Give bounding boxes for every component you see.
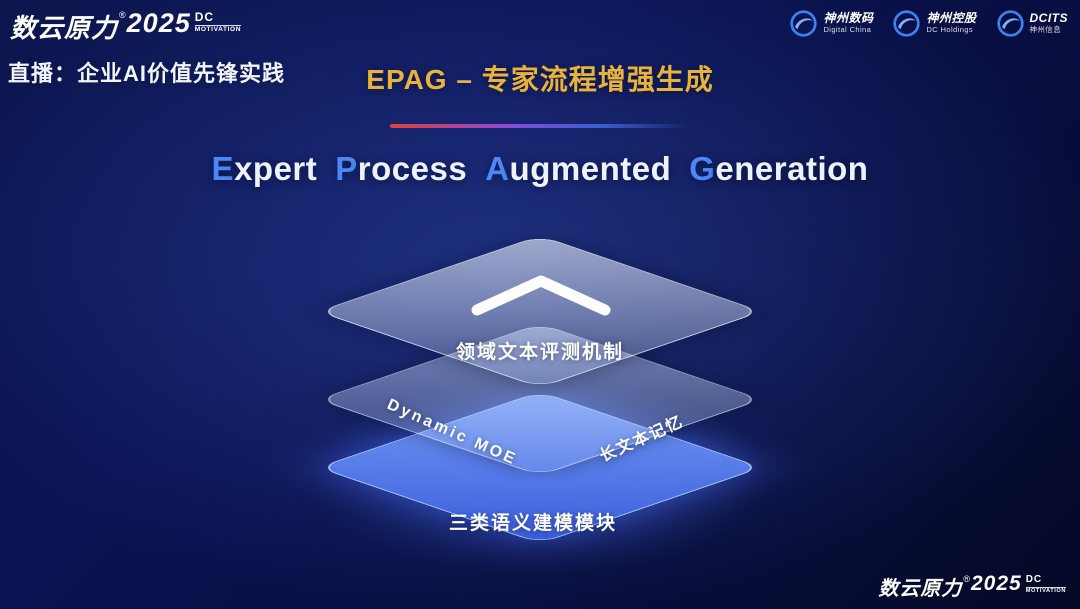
brand-motivation: MOTIVATION [194, 25, 242, 33]
logo-text: 神州数码 Digital China [823, 11, 874, 35]
brand-dc-motivation: DC MOTIVATION [194, 10, 242, 34]
subtitle-rest: xpert [234, 150, 318, 187]
logo-digital-china: 神州数码 Digital China [790, 10, 873, 37]
subtitle-word: Augmented [485, 150, 671, 187]
logo-name-cn: 神州信息 [1029, 25, 1062, 35]
footer-brand-logo: 数云原力 ® 2025 DC MOTIVATION [878, 572, 1066, 601]
registered-mark: ® [963, 574, 970, 584]
live-label: 直播：企业AI价值先锋实践 [8, 61, 286, 86]
logo-dc-holdings: 神州控股 DC Holdings [893, 10, 976, 37]
subtitle-rest: rocess [357, 150, 468, 187]
layer-top-label: 领域文本评测机制 [455, 342, 625, 363]
subtitle-cap: A [485, 150, 510, 187]
partner-logos: 神州数码 Digital China 神州控股 DC Holdings DCIT… [790, 10, 1068, 37]
brand-name-cn: 数云原力 [10, 13, 119, 43]
title-divider [390, 124, 690, 128]
logo-dcits: DCITS 神州信息 [996, 10, 1069, 37]
logo-name-en: Digital China [823, 25, 872, 35]
logo-name-en: DCITS [1029, 11, 1068, 26]
brand-name-cn: 数云原力 [878, 578, 963, 600]
dc-holdings-logo-icon [893, 10, 921, 37]
logo-name-cn: 神州控股 [926, 11, 977, 26]
subtitle-cap: E [211, 150, 235, 187]
layer-bottom-label: 三类语义建模模块 [448, 513, 618, 534]
subtitle-word: Process [335, 150, 467, 187]
logo-name-cn: 神州数码 [823, 11, 874, 26]
subtitle: Expert Process Augmented Generation [203, 150, 878, 188]
registered-mark: ® [119, 10, 126, 20]
brand-motivation: MOTIVATION [1025, 587, 1066, 594]
brand-logo: 数云原力 ® 2025 DC MOTIVATION [10, 8, 242, 45]
subtitle-cap: P [335, 150, 358, 187]
chevron-up-icon [471, 275, 611, 316]
brand-dc-motivation: DC MOTIVATION [1025, 574, 1066, 595]
subtitle-rest: eneration [715, 150, 869, 187]
dcits-logo-icon [996, 10, 1024, 37]
subtitle-word: Generation [689, 150, 868, 187]
brand-year: 2025 [126, 8, 191, 38]
digital-china-logo-icon [790, 10, 818, 37]
subtitle-rest: ugmented [509, 150, 672, 187]
subtitle-cap: G [689, 150, 716, 187]
logo-text: DCITS 神州信息 [1029, 11, 1069, 35]
subtitle-word: Expert [212, 150, 318, 187]
brand-year: 2025 [970, 572, 1022, 595]
brand-dc: DC [194, 10, 215, 24]
brand-dc: DC [1025, 574, 1043, 585]
page-title: EPAG – 专家流程增强生成 [366, 64, 714, 95]
logo-name-en: DC Holdings [926, 25, 973, 35]
logo-text: 神州控股 DC Holdings [926, 11, 977, 35]
